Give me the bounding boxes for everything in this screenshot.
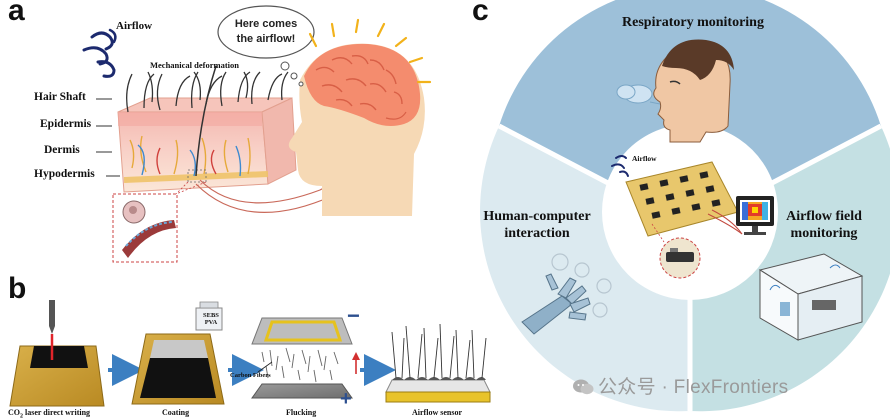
bottle-label: SEBS PVA bbox=[203, 312, 219, 326]
step-1-pre: CO bbox=[8, 408, 20, 417]
center-airflow-icon bbox=[611, 155, 629, 177]
step-label-1: CO2 laser direct writing bbox=[8, 408, 90, 420]
mechanical-deformation-label: Mechanical deformation bbox=[150, 60, 239, 70]
panel-c-letter: c bbox=[472, 0, 489, 27]
robot-hand-icon bbox=[521, 273, 591, 335]
step-label-2: Coating bbox=[162, 408, 190, 417]
segment-hci-line-2: interaction bbox=[504, 226, 570, 241]
panel-a-letter: a bbox=[8, 0, 25, 27]
breath-cloud-icon bbox=[616, 84, 661, 105]
airflow-label: Airflow bbox=[116, 20, 153, 32]
segment-hci-line-1: Human-computer bbox=[483, 209, 591, 224]
hair-shafts bbox=[126, 71, 289, 113]
layer-epidermis: Epidermis bbox=[40, 118, 92, 130]
step-airflow-sensor bbox=[385, 323, 491, 403]
monitor-heatmap-icon bbox=[736, 196, 774, 235]
nerve-ending-inset bbox=[112, 181, 207, 263]
layer-leader-lines bbox=[96, 98, 120, 177]
layer-hair-shaft: Hair Shaft bbox=[34, 91, 86, 103]
center-airflow-label: Airflow bbox=[632, 154, 657, 163]
wechat-icon bbox=[572, 378, 594, 396]
head-silhouette bbox=[288, 43, 425, 216]
segment-airflow-field-label: Airflow field monitoring bbox=[772, 208, 876, 242]
device-zoom-circle bbox=[651, 223, 701, 279]
speech-bubble-text: Here comes the airflow! bbox=[220, 17, 312, 47]
step-flocking bbox=[251, 317, 360, 399]
attention-rays bbox=[308, 18, 432, 84]
segment-airflow-field-line-2: monitoring bbox=[790, 226, 858, 241]
skin-cross-section bbox=[117, 97, 297, 193]
plus-sign: + bbox=[340, 388, 352, 410]
airflow-swirl-icon bbox=[82, 28, 117, 78]
watermark: 公众号 · FlexFrontiers bbox=[572, 372, 788, 399]
hand-airflow-bubbles bbox=[551, 253, 612, 318]
speech-bubble-line-1: Here comes bbox=[234, 18, 298, 30]
layer-dermis: Dermis bbox=[44, 144, 80, 156]
thought-bubble bbox=[217, 5, 315, 87]
segment-airflow-field-line-1: Airflow field bbox=[786, 209, 862, 224]
room-3d-icon bbox=[758, 253, 864, 341]
bottle-label-line-1: SEBS bbox=[203, 312, 219, 319]
solution-bottle-icon bbox=[195, 301, 223, 331]
watermark-text: 公众号 · FlexFrontiers bbox=[598, 377, 789, 398]
panel-b-letter: b bbox=[8, 272, 27, 305]
layer-hypodermis: Hypodermis bbox=[34, 168, 95, 180]
carbon-fibers-label: Carbon Fibers bbox=[230, 372, 271, 379]
minus-sign: − bbox=[347, 303, 360, 328]
segment-hci-label: Human-computer interaction bbox=[472, 208, 602, 242]
speech-bubble-line-2: the airflow! bbox=[236, 33, 296, 45]
step-1-sub: 2 bbox=[20, 413, 23, 420]
application-wheel bbox=[480, 0, 890, 412]
bottle-label-line-2: PVA bbox=[204, 319, 218, 326]
segment-respiratory-label: Respiratory monitoring bbox=[622, 15, 764, 30]
step-laser-writing bbox=[9, 300, 105, 407]
step-1-post: laser direct writing bbox=[23, 408, 91, 417]
face-profile-icon bbox=[653, 39, 734, 143]
step-label-3: Flucking bbox=[286, 408, 317, 417]
step-coating bbox=[131, 333, 225, 405]
step-label-4: Airflow sensor bbox=[412, 408, 462, 417]
